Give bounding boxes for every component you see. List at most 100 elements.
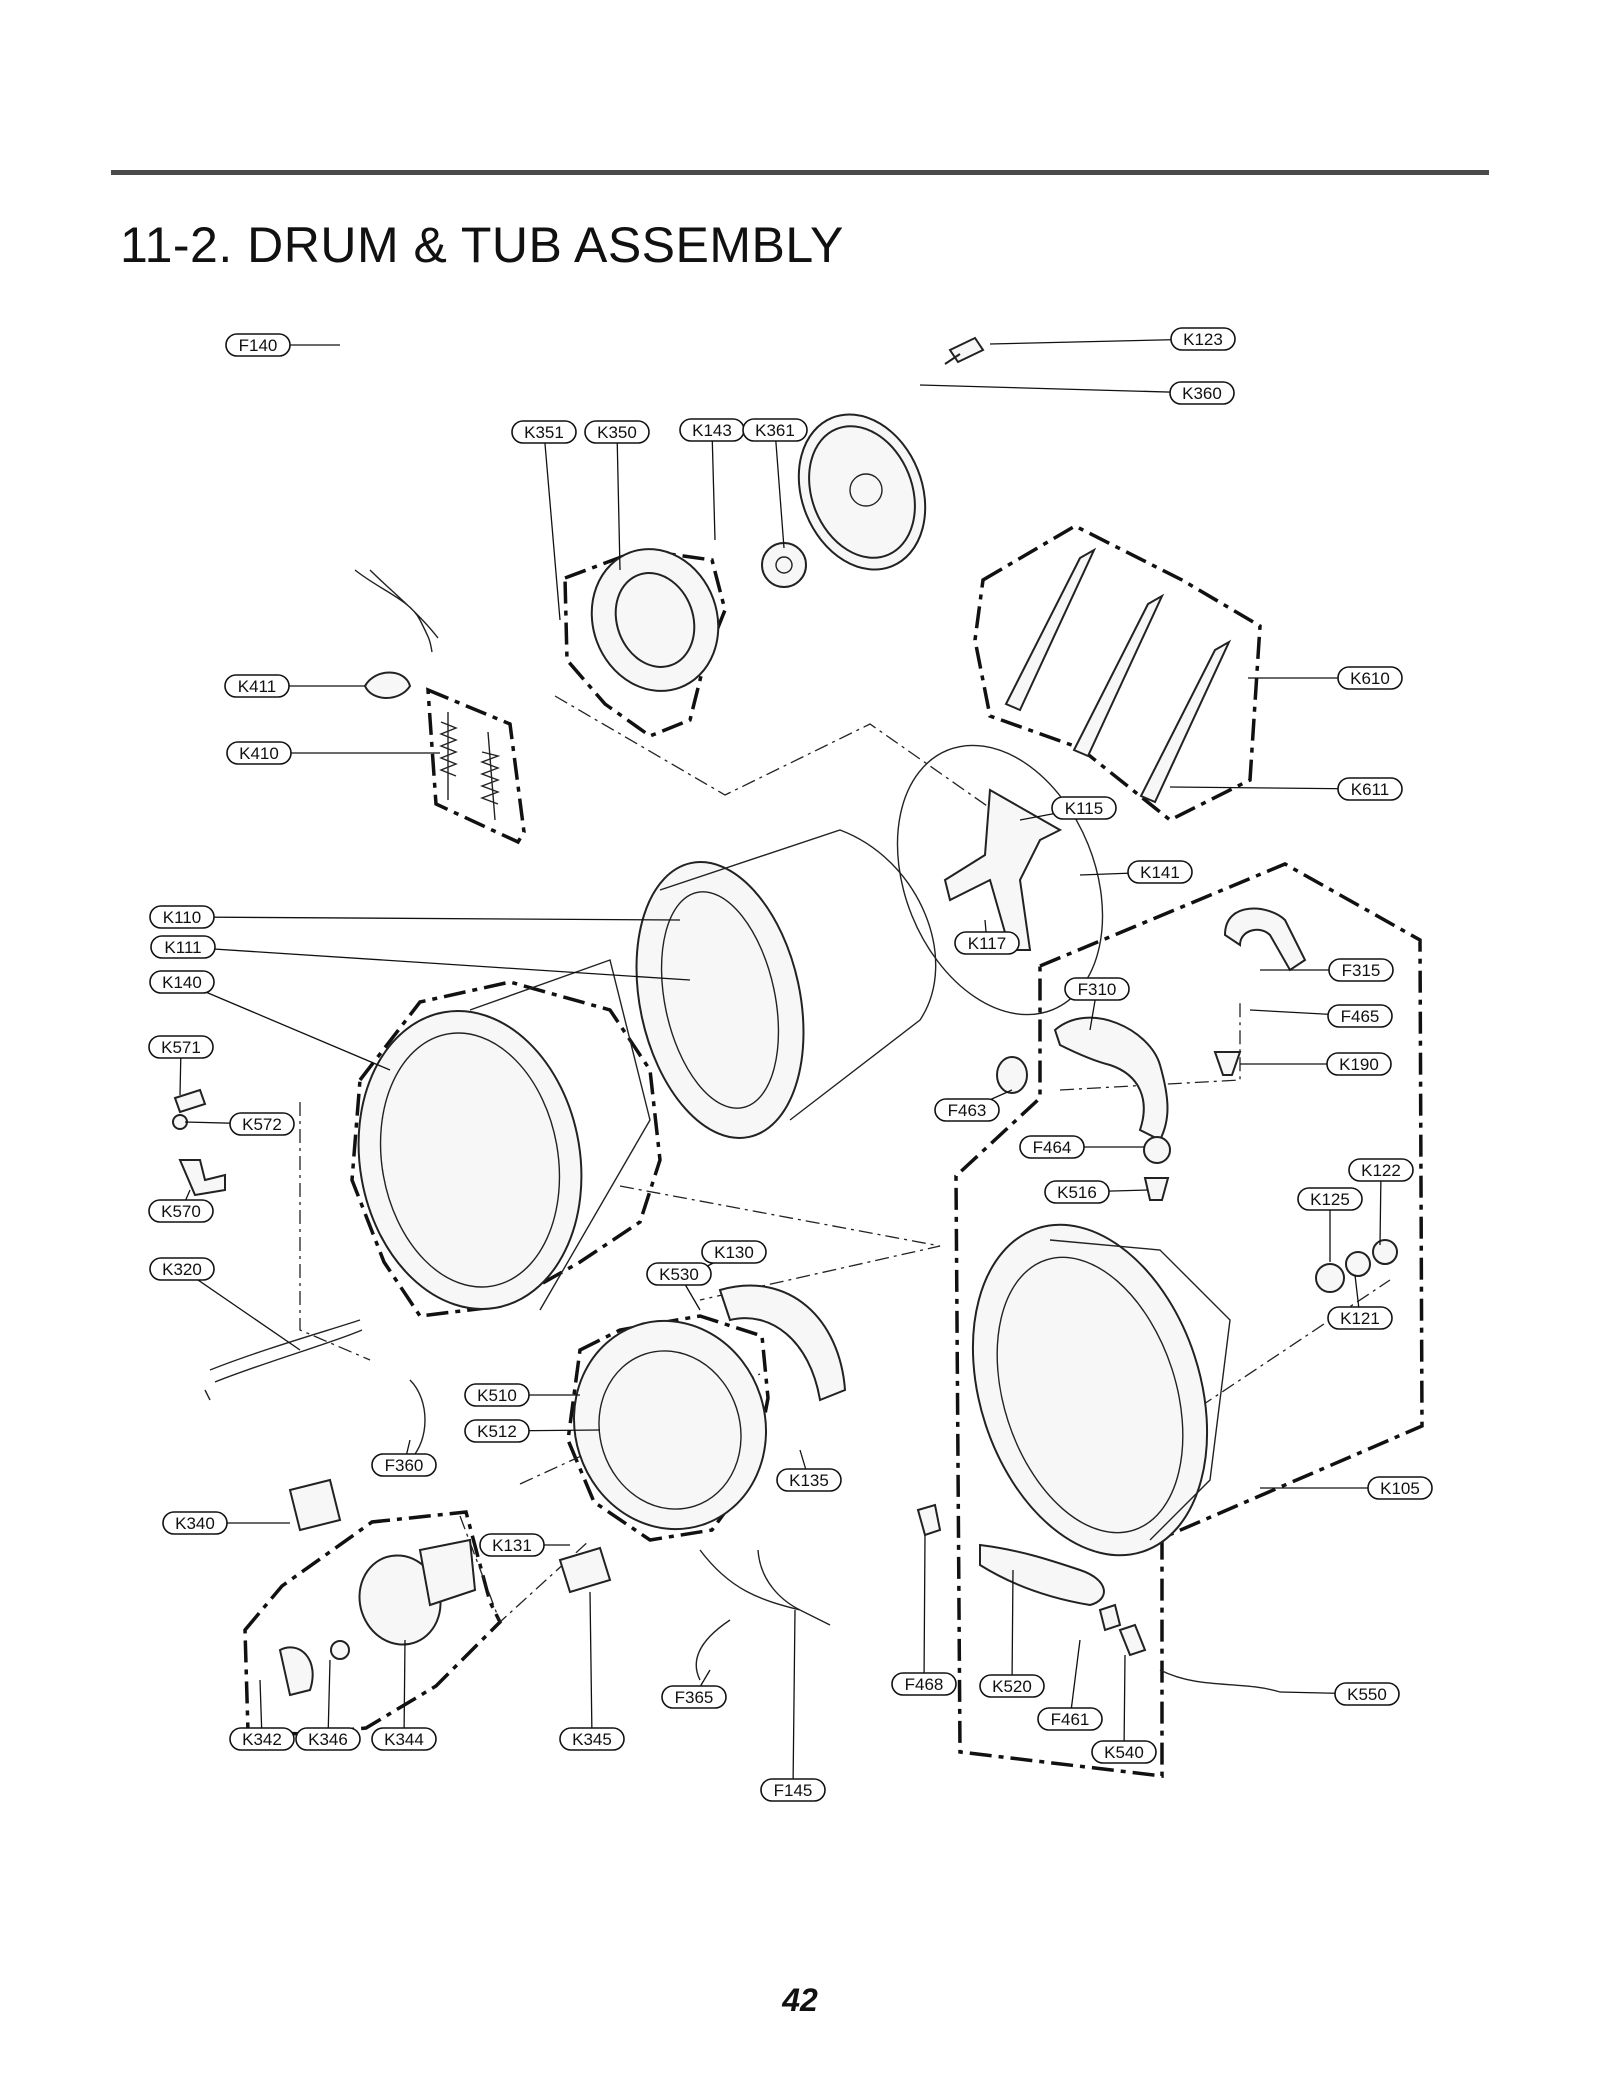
callout-label-k320: K320	[162, 1260, 202, 1279]
callout-label-f463: F463	[948, 1101, 987, 1120]
leader-k345	[589, 1591, 593, 1740]
callout-k115: K115	[1051, 796, 1117, 820]
callout-k320: K320	[149, 1257, 215, 1281]
leader-k320	[181, 1268, 301, 1351]
drain-hose-part	[1053, 1016, 1169, 1142]
callout-box-k516	[1044, 1180, 1110, 1204]
axis-hose	[1059, 1000, 1241, 1091]
axis-drum-bottom	[619, 1185, 941, 1301]
callout-box-k410	[226, 741, 292, 765]
leader-k111	[182, 946, 691, 981]
callout-label-k512: K512	[477, 1422, 517, 1441]
leader-f145	[792, 1609, 796, 1791]
callout-label-k190: K190	[1339, 1055, 1379, 1074]
callout-label-k516: K516	[1057, 1183, 1097, 1202]
callout-label-k111: K111	[164, 938, 201, 957]
callout-box-k411	[224, 674, 290, 698]
callout-k361: K361	[742, 418, 808, 442]
callout-box-k111	[150, 935, 216, 959]
leader-k611	[1169, 786, 1371, 790]
callout-k572: K572	[229, 1112, 295, 1136]
callout-box-k611	[1337, 777, 1403, 801]
callout-k571: K571	[148, 1035, 214, 1059]
callout-label-k411: K411	[238, 677, 276, 696]
leader-k360	[919, 384, 1203, 394]
callout-label-k344: K344	[384, 1730, 424, 1749]
leader-k110	[181, 916, 681, 921]
callout-label-k345: K345	[572, 1730, 612, 1749]
callout-box-k342	[229, 1727, 295, 1751]
callout-label-f140: F140	[239, 336, 278, 355]
callout-box-k610	[1337, 666, 1403, 690]
leader-k351	[543, 431, 561, 621]
callout-k131: K131	[479, 1533, 545, 1557]
callout-label-k571: K571	[161, 1038, 201, 1057]
nut-f461-part	[1098, 1603, 1122, 1632]
callout-box-k344	[371, 1727, 437, 1751]
grommet-part	[172, 1114, 188, 1130]
callout-k345: K345	[559, 1727, 625, 1751]
callout-label-k110: K110	[163, 908, 201, 927]
callout-k510: K510	[464, 1383, 530, 1407]
tub-gasket-ring-part	[896, 744, 1104, 1016]
drum-front-group-border	[350, 980, 662, 1318]
axis-drum-front	[299, 1102, 371, 1361]
callout-label-k346: K346	[308, 1730, 348, 1749]
leader-k122	[1379, 1169, 1382, 1246]
sensor-part	[173, 1088, 207, 1114]
elbow-part	[178, 1159, 226, 1197]
callout-box-k550	[1334, 1682, 1400, 1706]
callout-box-k130	[701, 1240, 767, 1264]
callout-label-k141: K141	[1140, 863, 1180, 882]
callout-box-k520	[979, 1674, 1045, 1698]
tub-group-border	[954, 862, 1424, 1778]
callout-k121: K121	[1327, 1306, 1393, 1330]
callout-label-k123: K123	[1183, 330, 1223, 349]
door-gasket-part	[573, 1319, 767, 1531]
pump-motor-part	[558, 1546, 612, 1594]
callout-k530: K530	[646, 1262, 712, 1286]
wire-f360-part	[409, 1379, 426, 1461]
callout-box-k570	[148, 1199, 214, 1223]
callout-k135: K135	[776, 1468, 842, 1492]
callout-f140: F140	[225, 333, 291, 357]
leader-k346	[327, 1659, 331, 1740]
cap-part	[363, 671, 412, 699]
callout-box-k125	[1297, 1187, 1363, 1211]
damper-group-border	[973, 524, 1262, 823]
callout-k540: K540	[1091, 1740, 1157, 1764]
callout-label-k121: K121	[1340, 1309, 1380, 1328]
leader-lines	[179, 338, 1400, 1791]
bolt-part	[944, 336, 985, 365]
callout-k122: K122	[1348, 1158, 1414, 1182]
callout-box-k340	[162, 1511, 228, 1535]
callout-k140: K140	[149, 970, 215, 994]
callout-label-f464: F464	[1033, 1138, 1072, 1157]
callout-box-f140	[225, 333, 291, 357]
callout-box-k190	[1326, 1052, 1392, 1076]
callout-box-k105	[1367, 1476, 1433, 1500]
callout-k550: K550	[1334, 1682, 1400, 1706]
leader-k361	[774, 429, 785, 549]
callout-box-k131	[479, 1533, 545, 1557]
callout-box-f360	[371, 1453, 437, 1477]
callout-f365: F365	[661, 1685, 727, 1709]
leader-k123	[989, 338, 1204, 345]
callout-label-f468: F468	[905, 1675, 944, 1694]
callout-box-k572	[229, 1112, 295, 1136]
callout-k570: K570	[148, 1199, 214, 1223]
callout-box-k320	[149, 1257, 215, 1281]
damper-part	[1004, 547, 1232, 804]
callout-label-k520: K520	[992, 1677, 1032, 1696]
callout-label-k611: K611	[1351, 780, 1389, 799]
callout-f463: F463	[934, 1098, 1000, 1122]
valve-k516-part	[1143, 1177, 1170, 1201]
callout-k350: K350	[584, 420, 650, 444]
rear-tub-part	[971, 1223, 1231, 1557]
callout-k512: K512	[464, 1419, 530, 1443]
header-rule	[111, 170, 1489, 175]
stator-group-border	[563, 548, 727, 738]
callout-box-k140	[149, 970, 215, 994]
callout-label-k351: K351	[524, 423, 564, 442]
